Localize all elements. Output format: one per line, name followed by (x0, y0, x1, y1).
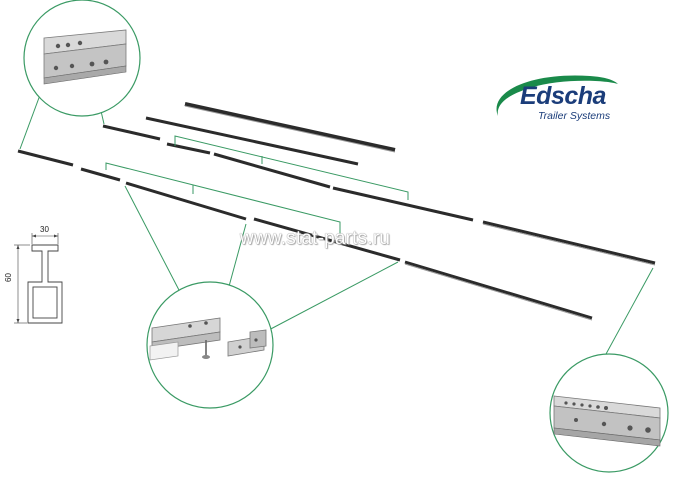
brand-logo-mark (496, 75, 618, 116)
rail-set (17, 102, 656, 321)
leader-lines (19, 94, 654, 366)
bracket-connectors (105, 135, 409, 234)
rail-low-5 (404, 260, 593, 320)
brand-name: Edscha (520, 82, 606, 110)
profile-cross-section (14, 233, 63, 324)
rail-highlight (482, 223, 656, 266)
bracket-upper (174, 135, 409, 200)
detail-circle-profile-end (23, 0, 141, 117)
detail-connector-piece (149, 317, 267, 361)
bracket-lower (105, 162, 341, 234)
rail-top-1 (184, 102, 396, 152)
leader-line (264, 261, 399, 333)
rail-highlight (184, 105, 396, 153)
leader-line (599, 267, 654, 366)
rail-highlight (404, 263, 593, 321)
rail-low-4 (253, 217, 401, 262)
leader-line (19, 94, 41, 150)
detail-circle-connector (146, 281, 274, 409)
rail-top-3b (166, 142, 211, 155)
rail-top-3a (102, 124, 161, 141)
detail-rail-holes-piece (553, 395, 661, 447)
rail-top-3c (213, 152, 331, 189)
profile-height-label: 60 (4, 273, 13, 282)
brand-logo: Edscha Trailer Systems (488, 72, 628, 128)
rail-top-3e (482, 220, 656, 265)
rail-low-2 (80, 167, 121, 182)
leader-line (124, 185, 181, 293)
rail-top-2 (145, 116, 359, 166)
rail-low-3 (125, 181, 247, 221)
brand-subtitle: Trailer Systems (538, 110, 611, 122)
detail-rail-piece (43, 29, 127, 85)
leader-line (227, 223, 247, 291)
detail-circle-rail-holes (549, 353, 669, 473)
profile-width-label: 30 (40, 225, 49, 234)
watermark-text: www.stat-parts.ru (240, 228, 391, 249)
rail-low-1 (17, 149, 74, 167)
profile-outline (27, 244, 63, 324)
rail-top-3d (332, 186, 474, 222)
